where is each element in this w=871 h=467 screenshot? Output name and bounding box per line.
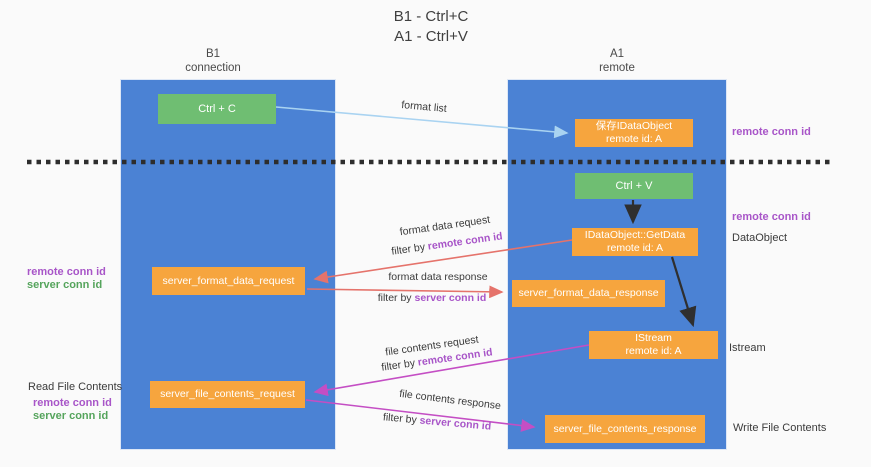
node-idataobject-getdata: IDataObject::GetData remote id: A [572,228,698,256]
node-server-format-data-request: server_format_data_request [152,267,305,295]
lane-header-b1-connection: B1 connection [143,47,283,75]
label-format-data-response: format data response [348,271,528,284]
annot-server-conn-id-bottom-left: server conn id [33,410,109,422]
annot-write-file-contents: Write File Contents [733,422,827,434]
lane-header-a1-remote: A1 remote [547,47,687,75]
filter-prefix: filter by [390,240,429,258]
node-server-file-contents-response-label: server_file_contents_response [553,422,697,435]
node-server-format-data-request-label: server_format_data_request [162,274,295,287]
diagram-title-line1: B1 - Ctrl+C [393,8,469,25]
label-format-data-response-text: format data response [388,271,488,283]
node-server-format-data-response-label: server_format_data_response [518,287,659,299]
node-idataobject-getdata-line1: IDataObject::GetData [584,229,686,241]
node-idataobject-getdata-line2: remote id: A [606,242,664,254]
label-format-data-response-filter: filter by server conn id [342,292,522,305]
filter-prefix: filter by [377,292,415,304]
filter-keyword-server-conn-id: server conn id [419,414,492,433]
annot-server-conn-id-mid-left: server conn id [27,279,103,291]
node-ctrl-v-label: Ctrl + V [615,179,653,192]
node-server-file-contents-response: server_file_contents_response [545,415,705,443]
diagram-title-line2: A1 - Ctrl+V [394,28,468,45]
diagram-title: B1 - Ctrl+C A1 - Ctrl+V [331,7,531,47]
node-ctrl-c: Ctrl + C [158,94,276,124]
label-file-contents-response-text: file contents response [398,387,502,413]
node-ctrl-c-label: Ctrl + C [198,102,236,115]
node-server-file-contents-request: server_file_contents_request [150,381,305,408]
node-save-idataobject-line2: remote id: A [605,133,663,145]
filter-prefix: filter by [382,411,421,427]
node-save-idataobject-line1: 保存IDataObject [595,120,673,132]
node-save-idataobject: 保存IDataObject remote id: A [575,119,693,147]
label-format-list-text: format list [400,99,448,115]
filter-keyword-server-conn-id: server conn id [414,292,487,304]
node-ctrl-v: Ctrl + V [575,173,693,199]
label-format-list: format list [334,93,514,122]
node-istream-line2: remote id: A [625,345,682,357]
node-server-file-contents-request-label: server_file_contents_request [160,388,295,400]
lane-header-a1: A1 [609,48,625,60]
node-istream: IStream remote id: A [589,331,718,359]
annot-remote-conn-id-top-right: remote conn id [732,126,811,138]
annot-read-file-contents: Read File Contents [28,381,123,393]
annot-remote-conn-id-bottom-left: remote conn id [33,397,112,409]
annot-remote-conn-id-mid-left: remote conn id [27,266,106,278]
annot-istream: Istream [729,342,766,354]
node-istream-line1: IStream [635,332,672,344]
node-server-format-data-response: server_format_data_response [512,280,665,307]
annot-remote-conn-id-mid-right: remote conn id [732,211,811,223]
lane-header-connection: connection [185,62,241,74]
lane-header-remote: remote [599,62,635,74]
lane-header-b1: B1 [205,48,221,60]
annot-dataobject: DataObject [732,232,788,244]
